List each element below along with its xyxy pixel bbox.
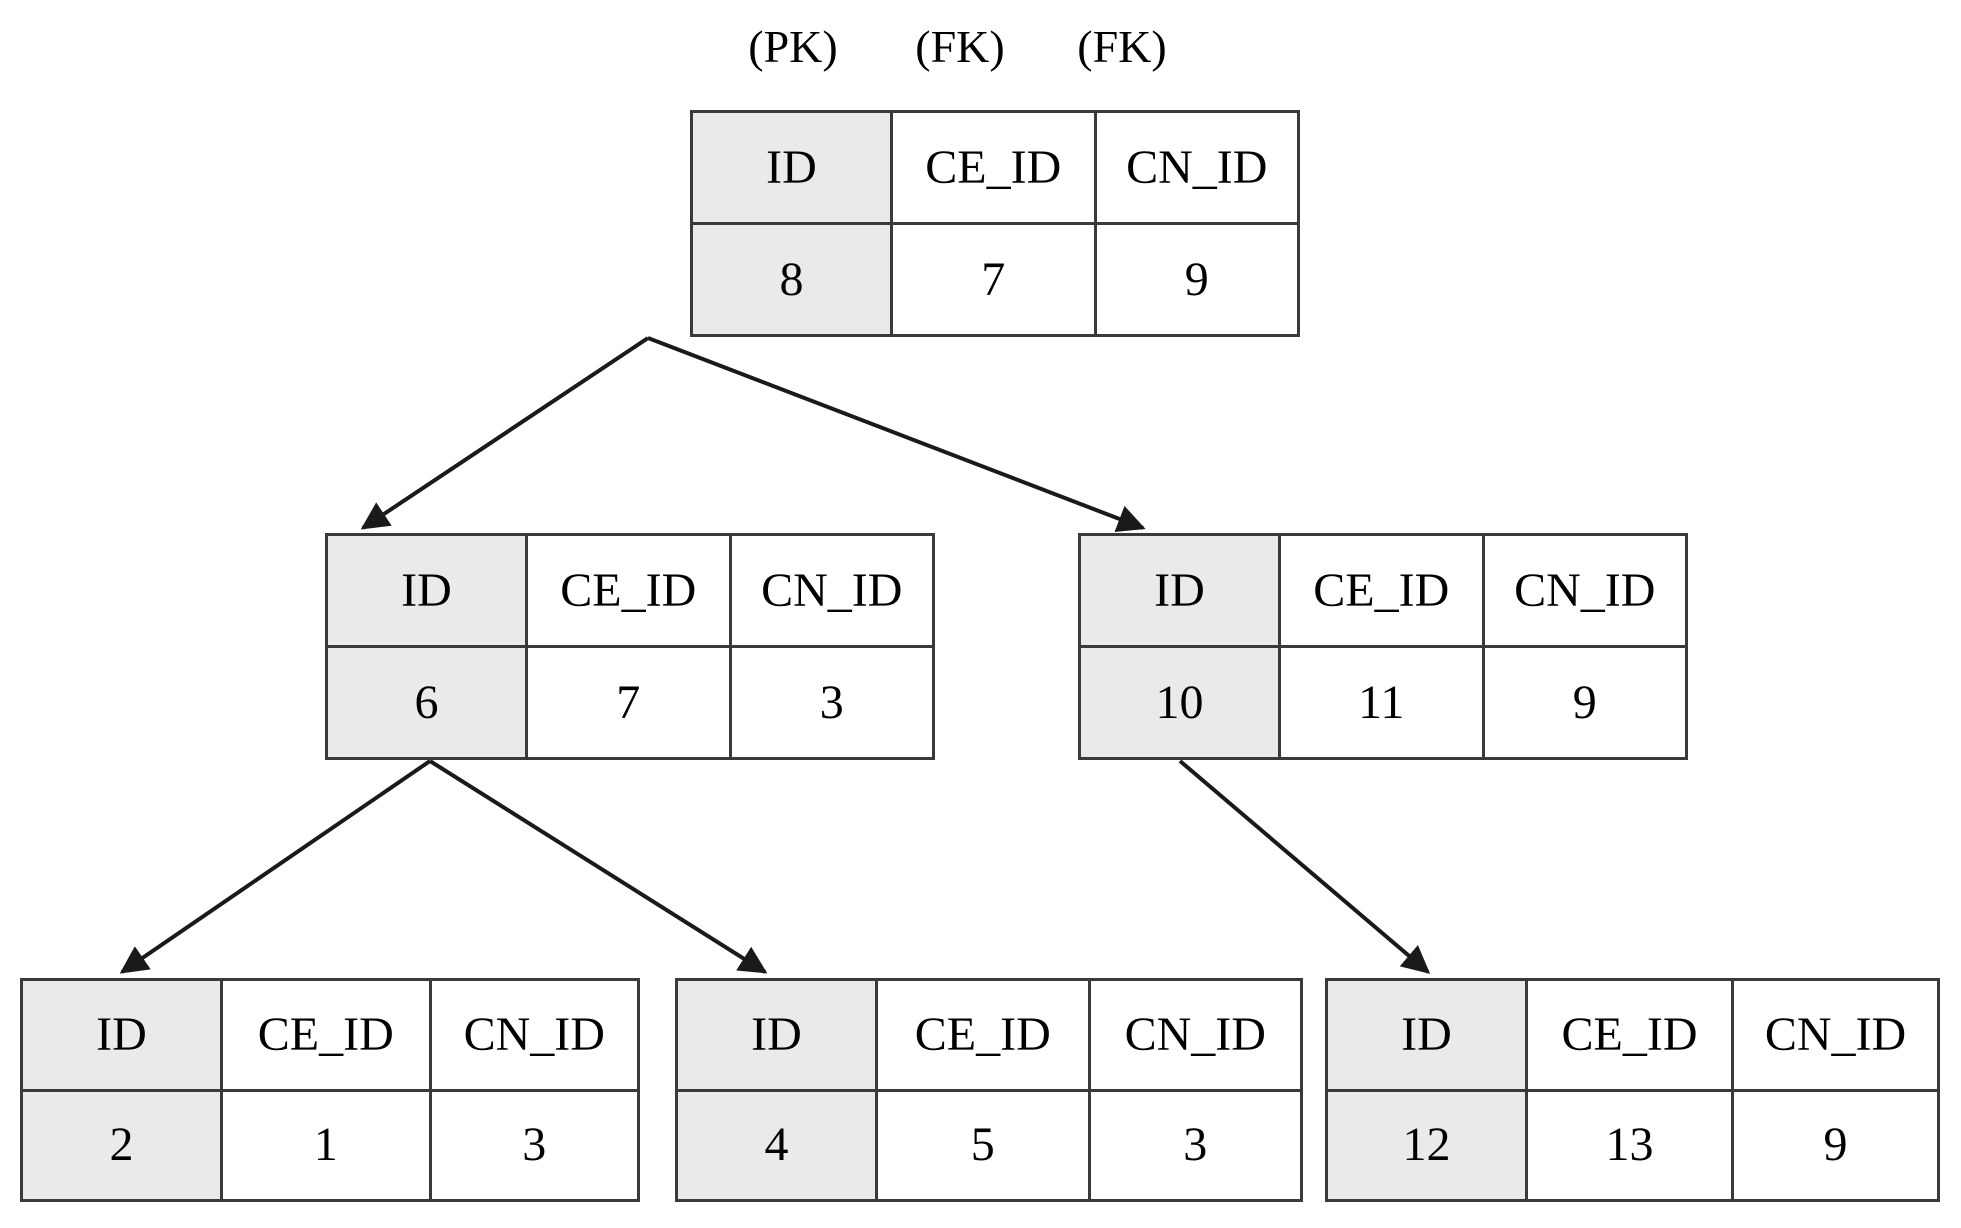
header-cell-ce-id: CE_ID xyxy=(1281,536,1485,645)
value-cell-ce-id: 5 xyxy=(878,1091,1091,1199)
edge-6-to-2 xyxy=(119,759,432,974)
value-cell-ce-id: 13 xyxy=(1528,1091,1734,1199)
edge-8-to-6 xyxy=(360,336,650,530)
header-cell-ce-id: CE_ID xyxy=(893,113,1097,222)
header-cell-cn-id: CN_ID xyxy=(1514,563,1656,617)
header-cell-id: ID xyxy=(693,113,893,222)
edge-10-to-12 xyxy=(1178,759,1431,974)
header-cell-ce-id: CE_ID xyxy=(878,981,1091,1089)
value-cell-ce-id: 7 xyxy=(528,648,732,757)
header-cell-cn-id: CN_ID xyxy=(761,563,903,617)
header-cell-cn-id: CN_ID xyxy=(463,1007,605,1061)
value-cell-id: 12 xyxy=(1328,1091,1528,1199)
fk-label-root-ce-id: (FK) xyxy=(915,21,1005,72)
header-cell-ce-id: CE_ID xyxy=(528,536,732,645)
header-cell-cn-id: CN_ID xyxy=(1124,1007,1266,1061)
edge-8-to-10 xyxy=(647,336,1146,533)
header-cell-id: ID xyxy=(23,981,223,1089)
record-table-leaf-right: ID CE_ID CN_ID 12 13 9 xyxy=(1325,978,1940,1202)
table-header-row: ID CE_ID CN_ID xyxy=(328,536,932,648)
header-cell-id: ID xyxy=(1081,536,1281,645)
value-cell-id: 2 xyxy=(23,1091,223,1199)
record-table-mid-left: ID CE_ID CN_ID 6 7 3 xyxy=(325,533,935,760)
table-data-row: 4 5 3 xyxy=(678,1091,1300,1199)
header-cell-id: ID xyxy=(328,536,528,645)
record-table-root: ID CE_ID CN_ID 8 7 9 xyxy=(690,110,1300,337)
value-cell-id: 4 xyxy=(678,1091,878,1199)
value-cell-ce-id: 11 xyxy=(1281,648,1485,757)
value-cell-cn-id: 9 xyxy=(1184,252,1209,306)
table-data-row: 12 13 9 xyxy=(1328,1091,1937,1199)
record-table-leaf-left: ID CE_ID CN_ID 2 1 3 xyxy=(20,978,640,1202)
record-table-leaf-mid: ID CE_ID CN_ID 4 5 3 xyxy=(675,978,1303,1202)
table-header-row: ID CE_ID CN_ID xyxy=(1081,536,1685,648)
pk-label-root-id: (PK) xyxy=(748,21,838,72)
table-data-row: 8 7 9 xyxy=(693,225,1297,334)
value-cell-id: 6 xyxy=(328,648,528,757)
header-cell-cn-id: CN_ID xyxy=(1764,1007,1907,1061)
header-cell-id: ID xyxy=(678,981,878,1089)
value-cell-cn-id: 3 xyxy=(819,675,844,729)
value-cell-id: 8 xyxy=(693,225,893,334)
header-cell-ce-id: CE_ID xyxy=(223,981,432,1089)
value-cell-cn-id: 9 xyxy=(1823,1118,1848,1172)
table-header-row: ID CE_ID CN_ID xyxy=(23,981,637,1092)
table-data-row: 2 1 3 xyxy=(23,1091,637,1199)
fk-label-root-cn-id: (FK) xyxy=(1077,21,1167,72)
table-data-row: 10 11 9 xyxy=(1081,648,1685,757)
table-header-row: ID CE_ID CN_ID xyxy=(693,113,1297,225)
value-cell-ce-id: 1 xyxy=(223,1091,432,1199)
edge-6-to-4 xyxy=(428,759,768,974)
value-cell-cn-id: 3 xyxy=(522,1118,547,1172)
value-cell-id: 10 xyxy=(1081,648,1281,757)
header-cell-cn-id: CN_ID xyxy=(1126,140,1268,194)
table-data-row: 6 7 3 xyxy=(328,648,932,757)
value-cell-cn-id: 9 xyxy=(1572,675,1597,729)
header-cell-id: ID xyxy=(1328,981,1528,1089)
value-cell-ce-id: 7 xyxy=(893,225,1097,334)
table-header-row: ID CE_ID CN_ID xyxy=(678,981,1300,1092)
table-header-row: ID CE_ID CN_ID xyxy=(1328,981,1937,1092)
record-table-mid-right: ID CE_ID CN_ID 10 11 9 xyxy=(1078,533,1688,760)
header-cell-ce-id: CE_ID xyxy=(1528,981,1734,1089)
value-cell-cn-id: 3 xyxy=(1183,1118,1208,1172)
